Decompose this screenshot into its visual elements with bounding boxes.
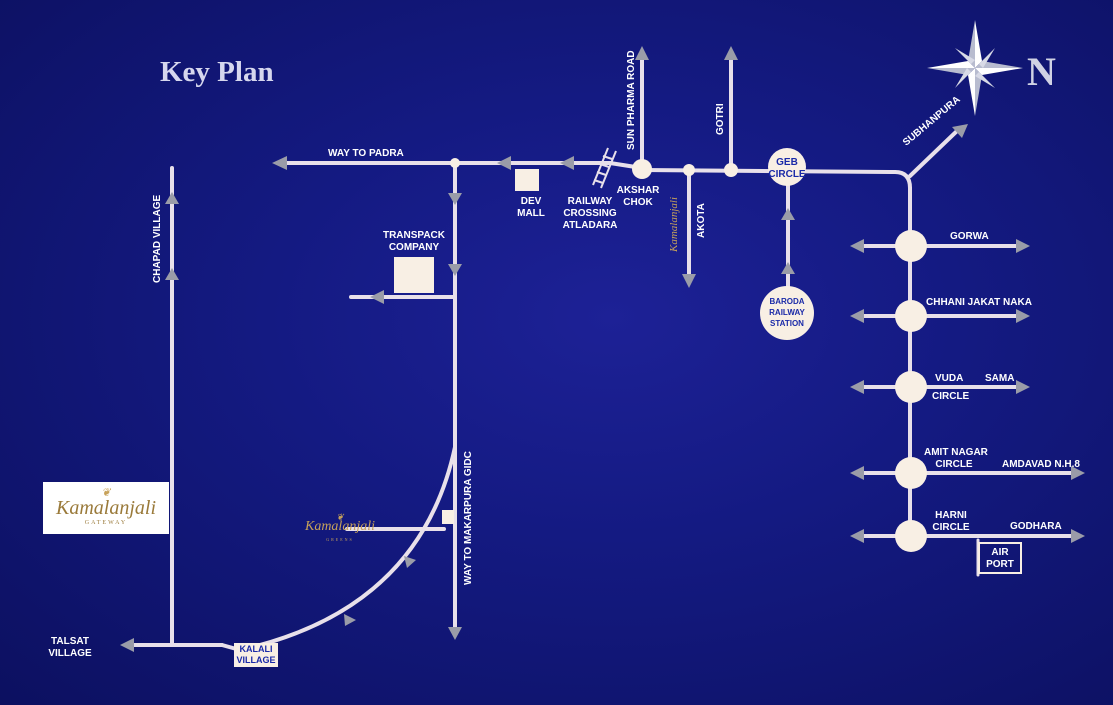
gorwa-circle: [895, 230, 927, 262]
label-sama: SAMA: [985, 373, 1015, 384]
amit-nagar-circle: [895, 457, 927, 489]
road-curve: [893, 170, 912, 190]
label-vuda: VUDA: [935, 373, 964, 384]
greens-site-box: [442, 510, 454, 524]
kamalanjali-gateway-logo: ❦ Kamalanjali GATEWAY: [43, 482, 169, 534]
road-subhanpura: [908, 128, 960, 178]
label-gorwa: GORWA: [950, 231, 989, 242]
label-amdavad: AMDAVAD N.H.8: [1002, 459, 1080, 470]
kamalanjali-greens-logo: ❦ Kamalanjali GREENS: [300, 512, 380, 546]
geb-circle: [768, 148, 806, 186]
lotus-icon: ❦: [101, 487, 111, 499]
label-way-to-makarpura: WAY TO MAKARPURA GIDC: [463, 451, 474, 585]
label-chhani: CHHANI JAKAT NAKA: [926, 297, 1032, 308]
compass-rose-icon: [927, 20, 1023, 116]
harni-circle: [895, 520, 927, 552]
kamalanjali-akota-logo: Kamalanjali: [668, 196, 680, 252]
chhani-circle: [895, 300, 927, 332]
railway-crossing-icon: [592, 147, 617, 189]
label-akota: AKOTA: [696, 203, 707, 238]
label-chapad-village: CHAPAD VILLAGE: [152, 194, 163, 283]
map-title: Key Plan: [160, 56, 274, 88]
lotus-icon: ❦: [336, 512, 344, 522]
baroda-station-circle: [760, 286, 814, 340]
north-label: N: [1027, 49, 1056, 94]
vuda-circle: [895, 371, 927, 403]
label-godhara: GODHARA: [1010, 521, 1062, 532]
dev-mall-box: [515, 169, 539, 191]
label-sun-pharma-road: SUN PHARMA ROAD: [626, 50, 637, 150]
label-vuda-circle: CIRCLE: [932, 391, 970, 402]
road-kalali-curve: [220, 445, 457, 653]
akshar-chok-circle: [632, 159, 652, 179]
transpack-box: [394, 257, 434, 293]
label-gotri: GOTRI: [715, 103, 726, 135]
label-way-to-padra: WAY TO PADRA: [328, 148, 404, 159]
